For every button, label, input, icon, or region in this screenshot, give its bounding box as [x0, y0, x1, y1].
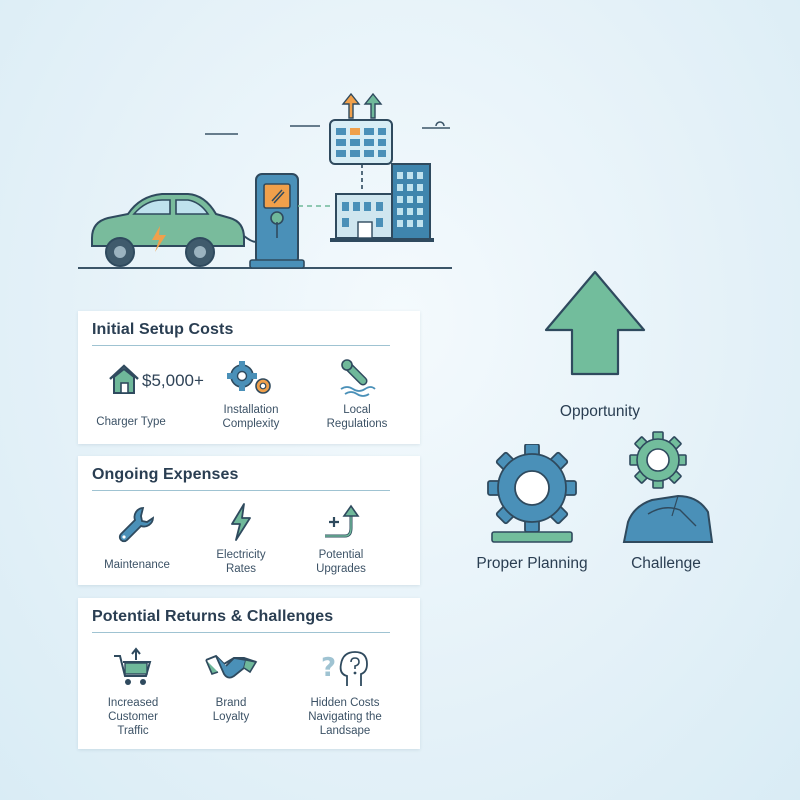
hero-illustration: [78, 92, 452, 269]
panel-title: Ongoing Expenses: [92, 466, 239, 483]
panel-ongoing-expenses: Ongoing Expenses Maintenance Electricity…: [78, 456, 420, 585]
panel-title: Potential Returns & Challenges: [92, 608, 334, 625]
wrench-icon: [115, 502, 159, 546]
electric-car-icon: [91, 193, 263, 267]
gears-icon: [225, 359, 277, 397]
divider: [92, 490, 390, 491]
item-label: Maintenance: [104, 559, 170, 571]
lightning-icon: [226, 502, 256, 542]
up-arrow-icon: [544, 270, 646, 376]
scroll-icon: [337, 357, 377, 397]
item-label: Electricity Rates: [216, 549, 266, 575]
item-label: Increased Customer Traffic: [107, 697, 159, 737]
price-value: $5,000+: [142, 371, 204, 390]
cart-icon: [112, 646, 154, 690]
house-icon: [106, 361, 142, 397]
svg-text:?: ?: [321, 653, 336, 683]
challenge-label: Challenge: [631, 555, 701, 572]
panel-title: Initial Setup Costs: [92, 321, 234, 338]
item-label: Hidden Costs Navigating the Landsape: [308, 697, 382, 737]
buildings-icon: [330, 163, 434, 242]
question-head-icon: ?: [317, 646, 373, 690]
item-label: Local Regulations: [326, 404, 388, 430]
panel-returns-challenges: Potential Returns & Challenges Increased…: [78, 598, 420, 749]
large-gear-icon: [487, 444, 577, 543]
growth-dashboard-icon: [329, 92, 393, 192]
handshake-icon: [204, 650, 258, 684]
panel-initial-setup-costs: Initial Setup Costs $5,000+ Charger Type: [78, 311, 420, 444]
challenge-gear-rock-icon: [622, 431, 714, 543]
item-label: Brand Loyalty: [212, 697, 250, 723]
divider: [92, 345, 390, 346]
proper-planning-label: Proper Planning: [476, 555, 588, 572]
divider: [92, 632, 390, 633]
charging-station-icon: [249, 173, 330, 269]
opportunity-label: Opportunity: [559, 403, 641, 420]
item-label: Potential Upgrades: [316, 549, 366, 575]
item-label: Installation Complexity: [222, 404, 280, 430]
upgrade-arrow-icon: [319, 500, 363, 542]
item-label: Charger Type: [96, 416, 166, 428]
sky-dashes: [205, 121, 450, 135]
